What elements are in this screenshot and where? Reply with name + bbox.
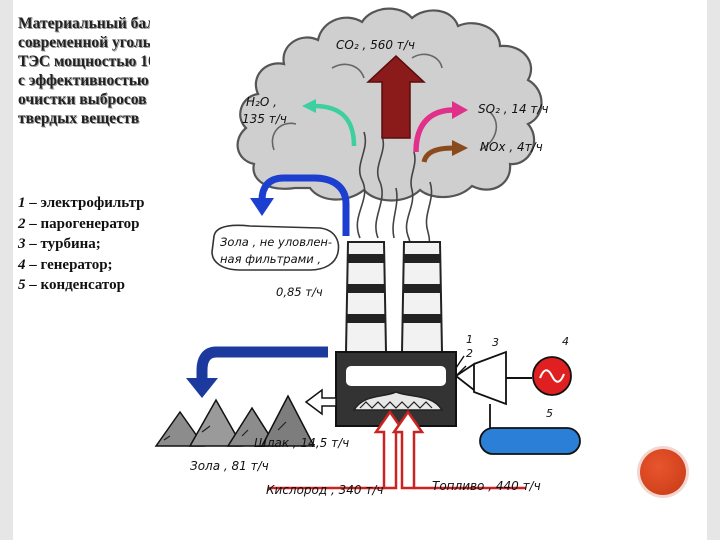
label-4: 4 [562,335,569,348]
decorative-circle-icon [640,449,686,495]
h2o-value: 135 т/ч [242,112,287,126]
slide-frame-left [0,0,13,540]
label-1: 1 [466,333,473,346]
label-2: 2 [466,347,473,360]
ash-uncaptured-value: 0,85 т/ч [276,285,323,299]
ash-uncaptured-label-2: ная фильтрами , [220,252,321,266]
steam-generator-icon [336,352,456,426]
chimney-left-icon [346,242,386,352]
label-5: 5 [546,407,553,420]
nox-label: NOx , 4т/ч [480,140,543,154]
power-plant-diagram: CO₂ , 560 т/ч H₂O , 135 т/ч SO₂ , 14 т/ч… [150,0,595,522]
slag-label: Шлак , 14,5 т/ч [254,436,349,450]
label-3: 3 [492,336,499,349]
condenser-icon [480,428,580,454]
fuel-label: Топливо , 440 т/ч [432,479,541,493]
co2-label: CO₂ , 560 т/ч [336,38,415,52]
slide-frame-right [707,0,720,540]
ash-total-label: Зола , 81 т/ч [190,459,269,473]
ash-uncaptured-label: Зола , не уловлен- [220,235,332,249]
oxygen-label: Кислород , 340 т/ч [266,483,383,497]
chimney-right-icon [402,242,442,352]
so2-label: SO₂ , 14 т/ч [478,102,549,116]
h2o-label: H₂O , [246,95,277,109]
generator-icon [533,357,571,395]
